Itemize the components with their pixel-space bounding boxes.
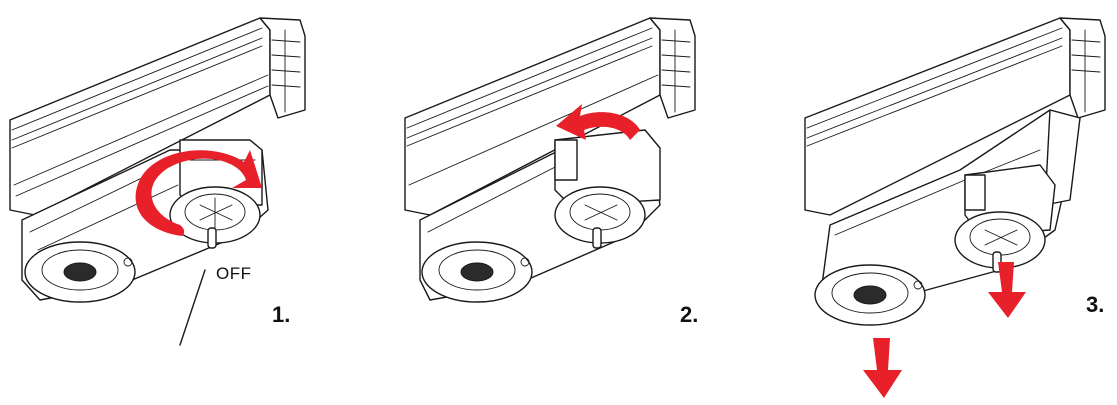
pull-down-arrow-left	[863, 338, 902, 398]
adapter-body-3	[814, 109, 1081, 326]
adapter-body-2	[419, 129, 661, 303]
rotate-clockwise-arrow	[135, 150, 262, 236]
panel-1	[9, 17, 306, 346]
rotate-counterclockwise-arrow	[556, 104, 640, 140]
step-number-2: 2.	[680, 302, 699, 327]
panel-3	[804, 17, 1106, 398]
panel-2	[404, 17, 696, 303]
adapter-body-1	[21, 139, 269, 303]
off-label: OFF	[216, 264, 252, 283]
track-rail-2	[404, 17, 696, 216]
step-number-3: 3.	[1086, 292, 1105, 317]
track-rail-1	[9, 17, 306, 216]
pull-down-arrow-right	[988, 262, 1026, 318]
step-number-1: 1.	[272, 302, 291, 327]
off-pointer-line	[179, 269, 206, 346]
track-rail-3	[804, 17, 1106, 216]
